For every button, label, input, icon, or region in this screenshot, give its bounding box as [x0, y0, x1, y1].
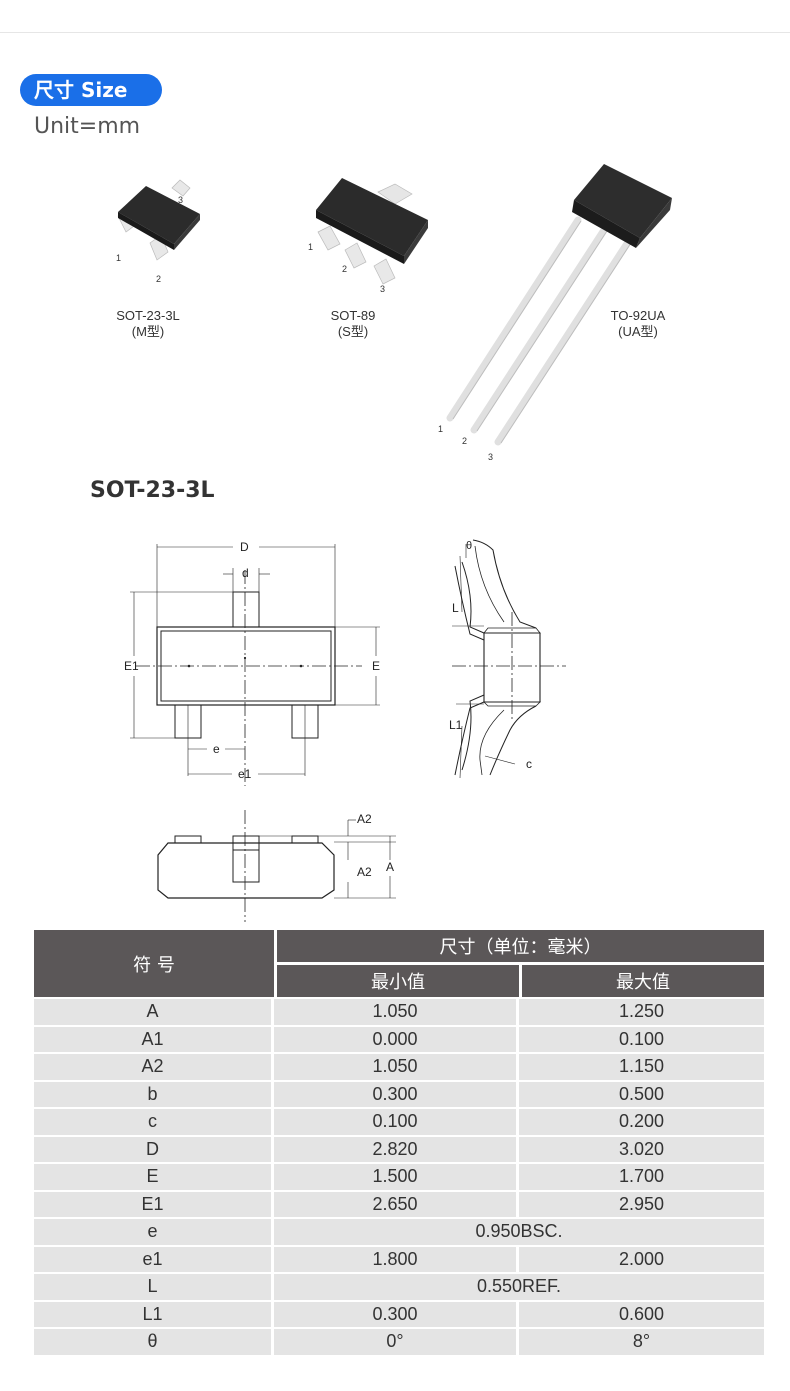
dimension-table: 符 号 尺寸（单位：毫米） 最小值 最大值 A 1.050 1.250 A1 0…	[34, 930, 764, 1355]
table-row: E 1.500 1.700	[34, 1162, 764, 1190]
cell-min: 0.100	[274, 1107, 519, 1135]
dim-label-A2: A2	[357, 865, 372, 879]
cell-min: 1.050	[274, 1052, 519, 1080]
max-header: 最大值	[519, 962, 764, 997]
cell-max: 1.700	[519, 1162, 764, 1190]
cell-symbol: A	[34, 997, 274, 1025]
table-row: L1 0.300 0.600	[34, 1299, 764, 1327]
cell-symbol: L	[34, 1272, 274, 1300]
cell-max: 2.950	[519, 1189, 764, 1217]
cell-symbol: E1	[34, 1189, 274, 1217]
sot89-pin-1: 1	[308, 242, 313, 252]
unit-label: Unit=mm	[34, 114, 141, 139]
cell-min: 0.300	[274, 1079, 519, 1107]
to92ua-name: TO-92UA	[610, 308, 666, 323]
dim-label-E: E	[372, 659, 380, 673]
cell-min: 1.800	[274, 1244, 519, 1272]
table-row: D 2.820 3.020	[34, 1134, 764, 1162]
cell-symbol: e	[34, 1217, 274, 1245]
dimension-drawing: D d E1 E e e1 θ L L1 c A2 A2 A	[124, 539, 566, 922]
sot89-pin-3: 3	[380, 284, 385, 294]
cell-min: 0°	[274, 1327, 519, 1355]
cell-span: 0.950BSC.	[274, 1217, 764, 1245]
cell-max: 2.000	[519, 1244, 764, 1272]
cell-max: 0.200	[519, 1107, 764, 1135]
cell-symbol: D	[34, 1134, 274, 1162]
cell-symbol: A2	[34, 1052, 274, 1080]
sot23-package-caption: SOT-23-3L (M型)	[88, 308, 208, 340]
cell-symbol: e1	[34, 1244, 274, 1272]
table-row: E1 2.650 2.950	[34, 1189, 764, 1217]
min-header: 最小值	[274, 962, 519, 997]
dim-label-e1: e1	[238, 767, 252, 781]
dim-label-theta: θ	[466, 540, 472, 552]
table-row: L 0.550REF.	[34, 1272, 764, 1300]
section-title: SOT-23-3L	[90, 478, 215, 503]
cell-min: 0.300	[274, 1299, 519, 1327]
sot89-pin-2: 2	[342, 264, 347, 274]
table-row: b 0.300 0.500	[34, 1079, 764, 1107]
table-row: c 0.100 0.200	[34, 1107, 764, 1135]
dim-label-D: D	[240, 540, 249, 554]
dim-label-E1: E1	[124, 659, 139, 673]
table-row: A 1.050 1.250	[34, 997, 764, 1025]
cell-span: 0.550REF.	[274, 1272, 764, 1300]
sot89-name: SOT-89	[330, 308, 376, 323]
sot23-pin-2: 2	[156, 274, 161, 284]
cell-symbol: c	[34, 1107, 274, 1135]
size-badge: 尺寸 Size	[20, 74, 162, 106]
table-row: e1 1.800 2.000	[34, 1244, 764, 1272]
cell-symbol: E	[34, 1162, 274, 1190]
sot89-package-image: 1 2 3	[308, 178, 428, 294]
sot23-pin-3: 3	[178, 195, 183, 205]
dimension-header: 尺寸（单位：毫米）	[274, 930, 764, 962]
cell-min: 0.000	[274, 1024, 519, 1052]
sot89-variant: (S型)	[337, 324, 369, 339]
cell-max: 0.100	[519, 1024, 764, 1052]
dim-label-A: A	[386, 860, 394, 874]
cell-max: 0.500	[519, 1079, 764, 1107]
cell-symbol: A1	[34, 1024, 274, 1052]
package-images: 1 2 3 1 2 3 1 2 3	[116, 164, 672, 462]
cell-symbol: L1	[34, 1299, 274, 1327]
sot23-pin-1: 1	[116, 253, 121, 263]
table-row: A2 1.050 1.150	[34, 1052, 764, 1080]
to92ua-package-caption: TO-92UA (UA型)	[578, 308, 698, 340]
symbol-header: 符 号	[34, 930, 274, 997]
cell-min: 2.820	[274, 1134, 519, 1162]
cell-min: 1.050	[274, 997, 519, 1025]
cell-max: 1.250	[519, 997, 764, 1025]
cell-symbol: b	[34, 1079, 274, 1107]
dim-label-L1: L1	[449, 718, 463, 732]
sot23-package-image: 1 2 3	[116, 179, 200, 284]
dim-label-e: e	[213, 742, 220, 756]
to92-pin-3: 3	[488, 452, 493, 462]
to92-pin-2: 2	[462, 436, 467, 446]
cell-max: 0.600	[519, 1299, 764, 1327]
to92-pin-1: 1	[438, 424, 443, 434]
table-row: A1 0.000 0.100	[34, 1024, 764, 1052]
table-row: θ 0° 8°	[34, 1327, 764, 1355]
cell-symbol: θ	[34, 1327, 274, 1355]
cell-min: 1.500	[274, 1162, 519, 1190]
to92ua-package-image: 1 2 3	[438, 164, 672, 462]
dim-label-d: d	[242, 566, 249, 580]
dim-label-A2-top: A2	[357, 812, 372, 826]
table-row: e 0.950BSC.	[34, 1217, 764, 1245]
sot23-name: SOT-23-3L	[116, 308, 180, 323]
sot23-variant: (M型)	[131, 324, 165, 339]
top-divider	[0, 32, 790, 33]
dim-label-L: L	[452, 601, 459, 615]
cell-max: 1.150	[519, 1052, 764, 1080]
sot89-package-caption: SOT-89 (S型)	[293, 308, 413, 340]
cell-max: 3.020	[519, 1134, 764, 1162]
cell-min: 2.650	[274, 1189, 519, 1217]
cell-max: 8°	[519, 1327, 764, 1355]
to92ua-variant: (UA型)	[618, 324, 658, 339]
dim-label-c: c	[526, 757, 532, 771]
